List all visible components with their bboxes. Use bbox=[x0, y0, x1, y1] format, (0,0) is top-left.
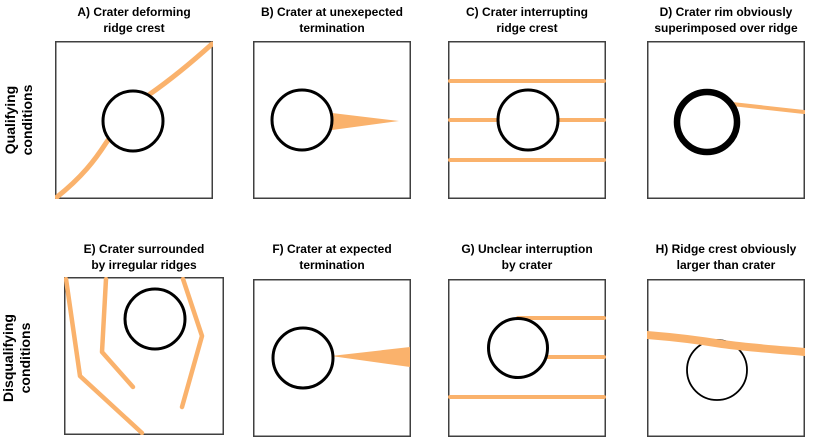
panel-b-drawing bbox=[253, 41, 411, 199]
title-line: ridge crest bbox=[103, 21, 165, 35]
crater-circle bbox=[496, 88, 560, 152]
panel-c-drawing bbox=[448, 41, 606, 199]
panel-border bbox=[55, 41, 213, 199]
row-label-qualifying: Qualifying conditions bbox=[2, 35, 46, 205]
title-line: C) Crater interrupting bbox=[465, 5, 588, 19]
panel-d-drawing bbox=[647, 41, 805, 199]
panel-h-title: H) Ridge crest obviously larger than cra… bbox=[626, 241, 816, 273]
irregular-ridge-line bbox=[99, 277, 136, 390]
irregular-ridge-line bbox=[179, 277, 205, 410]
crater-circle bbox=[123, 287, 187, 351]
panel-f-title: F) Crater at expected termination bbox=[232, 241, 432, 273]
panel-b-title: B) Crater at unexepected termination bbox=[232, 4, 432, 36]
ridge-wedge bbox=[332, 113, 399, 130]
title-line: F) Crater at expected bbox=[272, 242, 392, 256]
irregular-ridge-line bbox=[64, 277, 145, 435]
panel-e-drawing bbox=[64, 277, 224, 435]
panel-border bbox=[253, 41, 411, 199]
panel-h-drawing bbox=[647, 279, 805, 437]
thick-ridge-crest bbox=[647, 331, 805, 356]
crater-circle bbox=[487, 317, 549, 379]
title-line: termination bbox=[299, 21, 365, 35]
title-line: termination bbox=[299, 258, 365, 272]
row-label-disqualifying: Disqualifying conditions bbox=[0, 273, 44, 443]
title-line: B) Crater at unexepected bbox=[260, 5, 404, 19]
crater-circle bbox=[101, 89, 165, 153]
title-line: E) Crater surrounded bbox=[83, 242, 205, 256]
panel-d-title: D) Crater rim obviously superimposed ove… bbox=[626, 4, 816, 36]
panel-g-title: G) Unclear interruption by crater bbox=[427, 241, 627, 273]
panel-border bbox=[64, 277, 224, 435]
panel-g-drawing bbox=[448, 279, 606, 437]
panel-e-title: E) Crater surrounded by irregular ridges bbox=[44, 241, 244, 273]
title-line: D) Crater rim obviously bbox=[659, 5, 793, 19]
row-label-line: conditions bbox=[17, 322, 33, 394]
row-label-line: Disqualifying bbox=[0, 314, 16, 402]
title-line: ridge crest bbox=[496, 21, 558, 35]
panel-c-title: C) Crater interrupting ridge crest bbox=[427, 4, 627, 36]
panel-border bbox=[647, 279, 805, 437]
title-line: larger than crater bbox=[676, 258, 776, 272]
title-line: superimposed over ridge bbox=[654, 21, 798, 35]
row-label-line: Qualifying bbox=[2, 85, 18, 155]
title-line: A) Crater deforming bbox=[77, 5, 191, 19]
panel-a-drawing bbox=[55, 41, 213, 199]
title-line: by irregular ridges bbox=[91, 258, 197, 272]
ridge-wedge bbox=[331, 347, 410, 367]
panel-border bbox=[647, 41, 805, 199]
title-line: H) Ridge crest obviously bbox=[655, 242, 797, 256]
crater-circle bbox=[271, 326, 335, 390]
crater-circle-thick-rim bbox=[673, 88, 741, 156]
panel-border bbox=[253, 279, 411, 437]
ridge-line bbox=[730, 102, 805, 114]
crater-circle bbox=[270, 88, 334, 152]
title-line: G) Unclear interruption bbox=[461, 242, 593, 256]
row-label-line: conditions bbox=[19, 84, 35, 156]
title-line: by crater bbox=[501, 258, 553, 272]
panel-a-title: A) Crater deforming ridge crest bbox=[34, 4, 234, 36]
panel-f-drawing bbox=[253, 279, 411, 437]
